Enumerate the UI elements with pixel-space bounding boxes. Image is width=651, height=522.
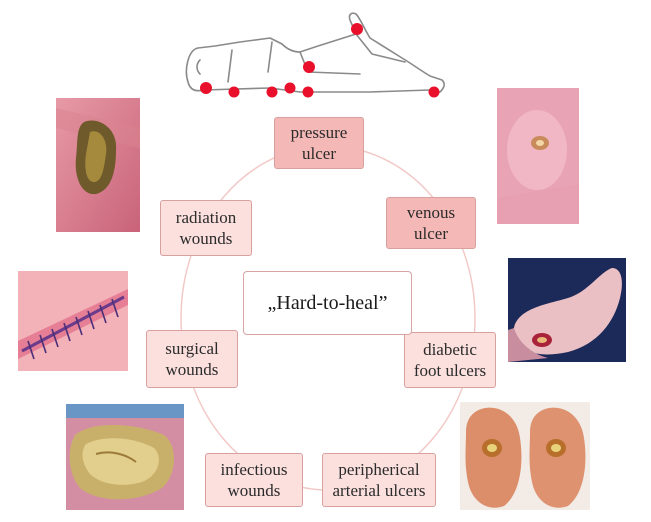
reclining-body-icon — [185, 12, 445, 93]
diabetic-foot-photo — [508, 258, 626, 362]
category-pressure-ulcer: pressure ulcer — [274, 117, 364, 169]
category-venous-ulcer: venous ulcer — [386, 197, 476, 249]
category-diabetic-foot-ulcers: diabetic foot ulcers — [404, 332, 496, 388]
category-peripheral-arterial-ulcers: peripherical arterial ulcers — [322, 453, 436, 507]
center-label: „Hard-to-heal” — [243, 271, 412, 335]
arterial-ulcer-photo — [460, 402, 590, 510]
pressure-point-icon — [428, 86, 440, 98]
pressure-point-icon — [351, 23, 363, 35]
surgical-wound-photo — [18, 271, 128, 371]
category-radiation-wounds: radiation wounds — [160, 200, 252, 256]
pressure-point-icon — [200, 82, 212, 94]
pressure-point-icon — [228, 86, 240, 98]
pressure-points — [200, 23, 440, 98]
radiation-wound-photo — [56, 98, 140, 232]
category-surgical-wounds: surgical wounds — [146, 330, 238, 388]
venous-ulcer-photo — [497, 88, 579, 224]
pressure-point-icon — [266, 86, 278, 98]
category-infectious-wounds: infectious wounds — [205, 453, 303, 507]
pressure-point-icon — [302, 86, 314, 98]
infectious-wound-photo — [66, 404, 184, 510]
pressure-point-icon — [303, 61, 315, 73]
pressure-point-icon — [284, 82, 296, 94]
